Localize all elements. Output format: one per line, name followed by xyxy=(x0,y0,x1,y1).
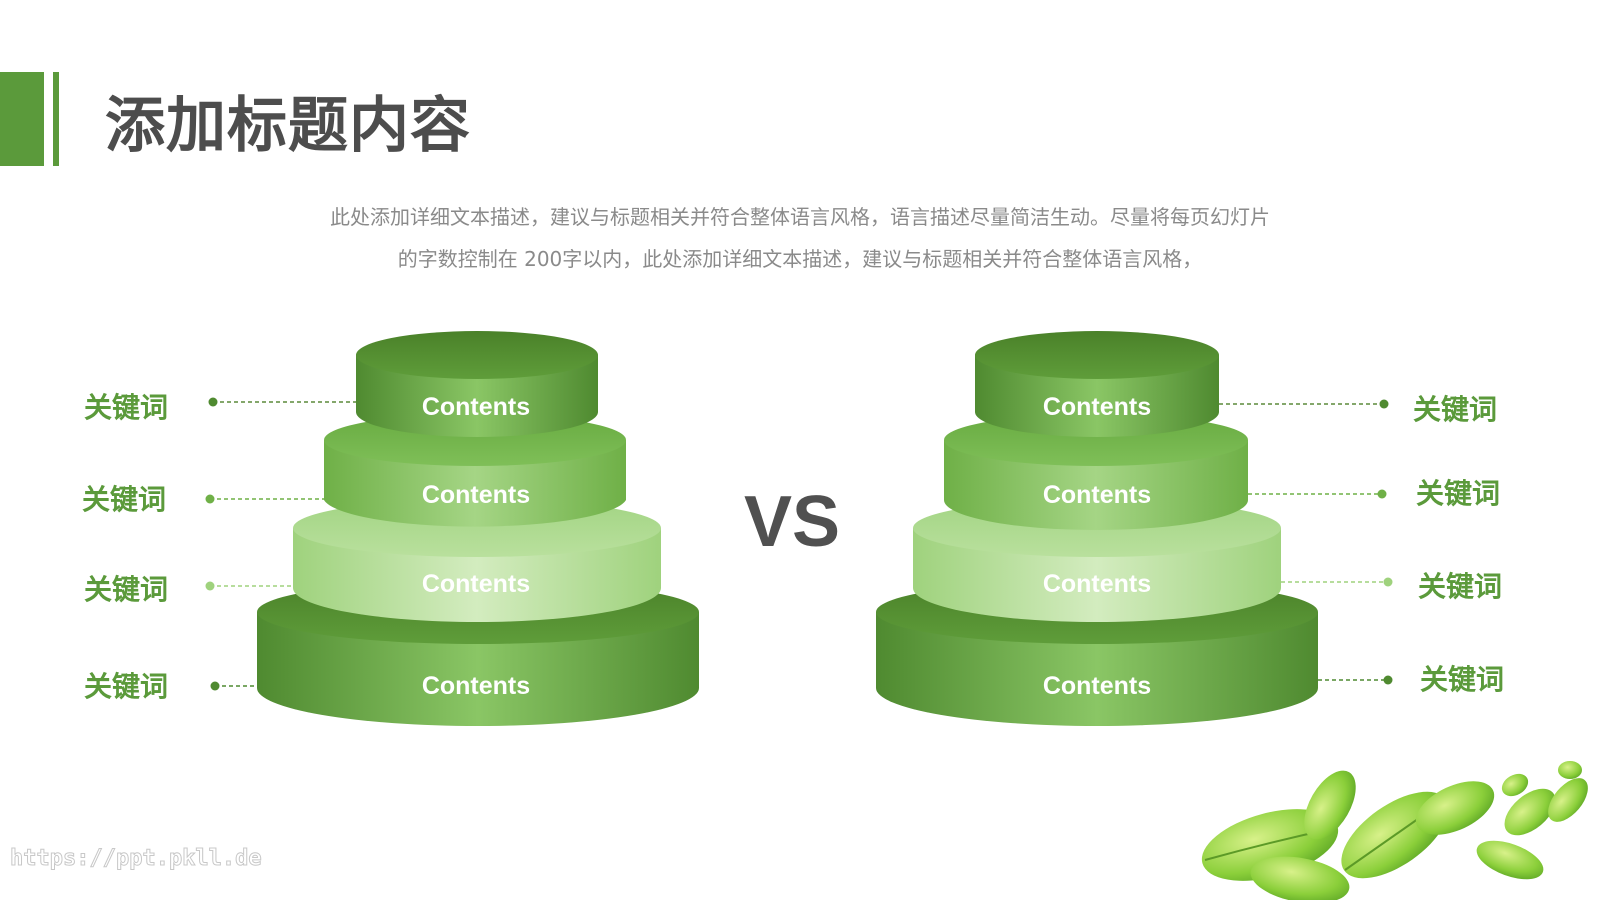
right-keyword-3: 关键词 xyxy=(1418,570,1502,603)
leaf-icon xyxy=(1415,781,1495,835)
right-tier-3-label: Contents xyxy=(1043,570,1151,598)
description: 此处添加详细文本描述，建议与标题相关并符合整体语言风格，语言描述尽量简洁生动。尽… xyxy=(200,196,1400,280)
description-line-2: 的字数控制在 200字以内，此处添加详细文本描述，建议与标题相关并符合整体语言风… xyxy=(397,247,1203,271)
leaf-icon xyxy=(1558,761,1582,779)
leaf-decoration xyxy=(1201,761,1588,900)
leaf-icon xyxy=(1476,840,1544,880)
right-tier-2-label: Contents xyxy=(1043,481,1151,509)
left-connectors xyxy=(205,397,356,691)
left-tier-1-label: Contents xyxy=(422,393,530,421)
left-tier-3-label: Contents xyxy=(422,570,530,598)
right-connectors xyxy=(1219,399,1393,685)
left-keyword-3: 关键词 xyxy=(84,573,168,606)
watermark: https://ppt.pkll.de xyxy=(10,846,263,872)
left-stack: Contents Contents Contents Contents xyxy=(257,331,699,726)
right-tier-1 xyxy=(975,331,1219,437)
title-accent-bar-thin xyxy=(53,72,59,166)
left-keyword-4: 关键词 xyxy=(84,670,168,703)
right-stack: Contents Contents Contents Contents xyxy=(876,331,1318,726)
page-title: 添加标题内容 xyxy=(105,91,471,161)
leaf-icon xyxy=(1304,770,1356,840)
description-line-1: 此处添加详细文本描述，建议与标题相关并符合整体语言风格，语言描述尽量简洁生动。尽… xyxy=(330,205,1270,229)
vs-label: VS xyxy=(744,482,840,562)
left-tier-1 xyxy=(356,331,598,437)
leaf-icon xyxy=(1548,778,1588,822)
right-tier-1-label: Contents xyxy=(1043,393,1151,421)
left-tier-4-label: Contents xyxy=(422,672,530,700)
left-keyword-2: 关键词 xyxy=(82,483,166,516)
leaf-icon xyxy=(1250,856,1350,900)
left-keyword-1: 关键词 xyxy=(84,391,168,424)
left-tier-2-label: Contents xyxy=(422,481,530,509)
leaf-icon xyxy=(1501,773,1529,797)
right-keyword-4: 关键词 xyxy=(1420,663,1504,696)
leaf-icon xyxy=(1504,788,1556,836)
right-keyword-1: 关键词 xyxy=(1413,393,1497,426)
right-keyword-2: 关键词 xyxy=(1416,477,1500,510)
title-accent-bar xyxy=(0,72,44,166)
right-tier-4-label: Contents xyxy=(1043,672,1151,700)
